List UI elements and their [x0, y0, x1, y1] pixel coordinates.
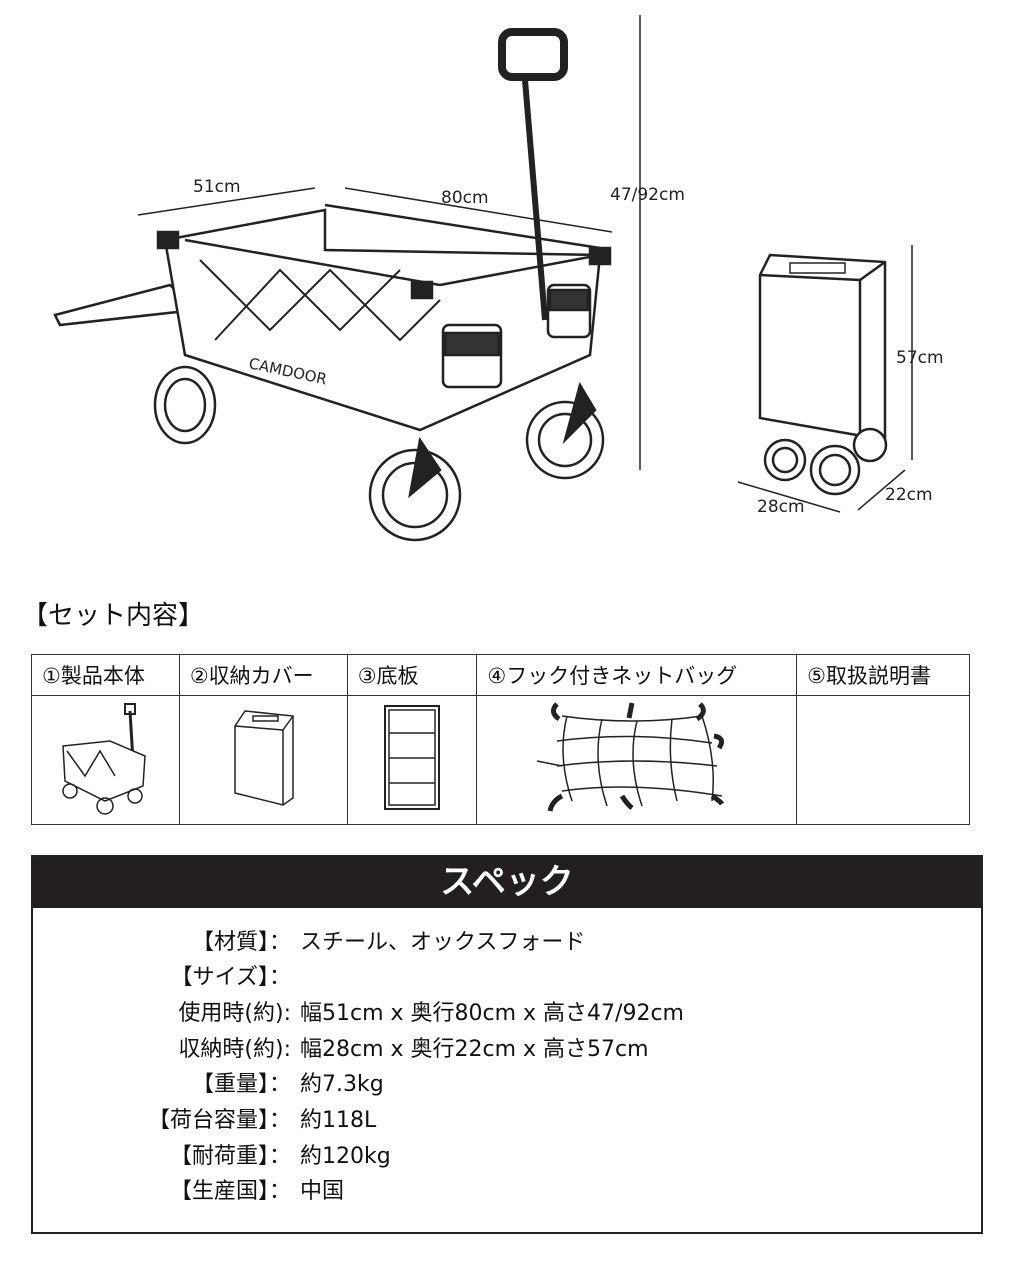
spec-label: 【材質】： [191, 930, 291, 955]
spec-label: 【サイズ】： [170, 965, 291, 990]
spec-row-size: 【サイズ】： [33, 963, 981, 993]
spec-label: 【耐荷重】： [169, 1144, 291, 1169]
spec-value: 幅28cm x 奥行22cm x 高さ57cm [300, 1037, 649, 1062]
set-item-label: ⑤取扱説明書 [796, 654, 970, 696]
spec-label: 【生産国】： [169, 1179, 291, 1204]
spec-label: 【重量】： [191, 1072, 291, 1097]
dimension-width-folded: 28cm [757, 497, 805, 517]
spec-box: スペック 【材質】： スチール、オックスフォード 【サイズ】： 使用時(約): 幅5… [31, 855, 983, 1234]
wagon-illustration: CAMDOOR [53, 15, 913, 542]
spec-value: 中国 [300, 1179, 345, 1204]
dimension-width-open: 51cm [193, 177, 241, 197]
set-item-label: ①製品本体 [31, 654, 180, 696]
spec-row-weight: 【重量】： 約7.3kg [33, 1070, 981, 1100]
spec-value: 幅51cm x 奥行80cm x 高さ47/92cm [300, 1001, 684, 1026]
dimension-height-open: 47/92cm [610, 185, 685, 205]
dimension-depth-open: 80cm [441, 188, 489, 208]
manual-cell [796, 695, 970, 825]
spec-value: スチール、オックスフォード [300, 930, 586, 955]
net-bag-thumbnail [476, 695, 798, 825]
spec-label: 【荷台容量】： [147, 1108, 291, 1133]
spec-row-capacity: 【荷台容量】： 約118L [33, 1106, 981, 1136]
spec-row-material: 【材質】： スチール、オックスフォード [33, 928, 981, 958]
spec-value: 約7.3kg [300, 1072, 384, 1097]
spec-row-size-folded: 収納時(約): 幅28cm x 奥行22cm x 高さ57cm [33, 1035, 981, 1065]
set-item-label: ④フック付きネットバッグ [476, 654, 798, 696]
set-item-label: ③底板 [346, 654, 478, 696]
spec-row-origin: 【生産国】： 中国 [33, 1177, 981, 1207]
set-item-label: ②収納カバー [178, 654, 348, 696]
spec-row-size-in-use: 使用時(約): 幅51cm x 奥行80cm x 高さ47/92cm [33, 999, 981, 1029]
spec-title: スペック [33, 857, 981, 908]
dimension-height-folded: 57cm [896, 348, 944, 368]
spec-label: 収納時(約): [178, 1037, 291, 1062]
spec-row-load: 【耐荷重】： 約120kg [33, 1142, 981, 1172]
spec-value: 約120kg [300, 1144, 391, 1169]
set-contents-title: 【セット内容】 [22, 601, 205, 631]
storage-cover-thumbnail [178, 695, 348, 825]
spec-label: 使用時(約): [178, 1001, 291, 1026]
base-board-thumbnail [346, 695, 478, 825]
set-contents-table: ①製品本体 ②収納カバー ③底板 ④フック付きネットバッグ ⑤取扱説明書 [31, 654, 970, 825]
wagon-thumbnail [31, 695, 180, 825]
spec-value: 約118L [300, 1108, 377, 1133]
dimension-depth-folded: 22cm [885, 485, 933, 505]
